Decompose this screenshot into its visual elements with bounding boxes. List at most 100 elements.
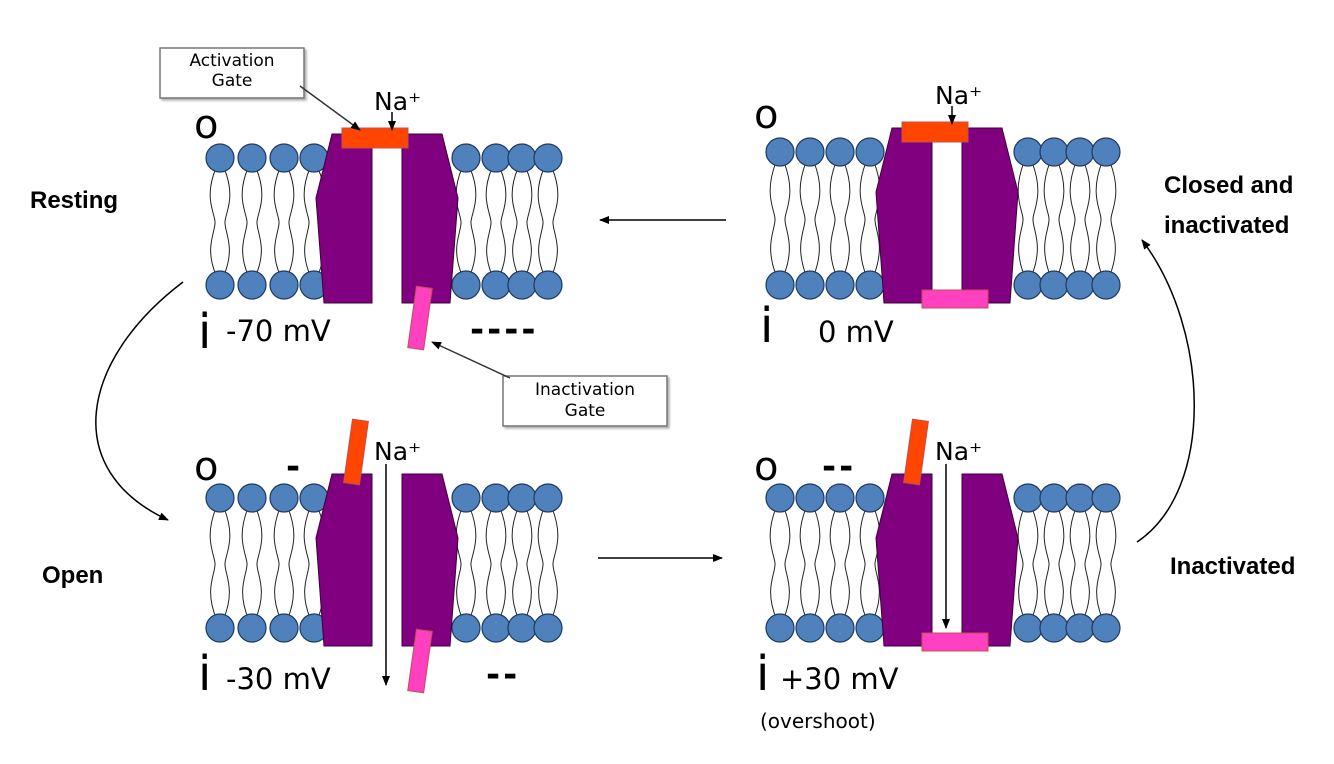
lipid-head xyxy=(765,613,795,643)
panel-inactivated: o -- i +30 mV (overshoot) Na⁺ xyxy=(754,437,982,733)
lipid-head xyxy=(1065,483,1095,513)
lipid-tail xyxy=(273,507,281,619)
lipid-tail xyxy=(469,167,477,276)
lipid-tail xyxy=(1083,507,1091,619)
lipid-tail xyxy=(223,167,231,276)
activation-gate-label-line1: Activation xyxy=(189,51,274,71)
lipid-tail xyxy=(829,161,837,276)
state-label-closed-line1: Closed and xyxy=(1164,172,1293,199)
voltage-label: -30 mV xyxy=(226,662,331,696)
panel-closed-inactivated: o i 0 mV Na⁺ xyxy=(754,81,982,354)
lipid-head xyxy=(855,270,885,300)
lipid-tail xyxy=(511,507,519,619)
lipid-head xyxy=(533,143,563,173)
lipid-tail xyxy=(551,167,559,276)
lipid-head xyxy=(451,483,481,513)
outside-label: o xyxy=(754,92,778,138)
lipid-tail xyxy=(1069,161,1077,276)
overshoot-note: (overshoot) xyxy=(760,709,876,733)
lipid-head xyxy=(855,137,885,167)
lipid-head xyxy=(1039,483,1069,513)
state-label-resting: Resting xyxy=(30,187,118,214)
inside-charge: ---- xyxy=(470,310,538,350)
lipid-tail xyxy=(303,507,311,619)
lipid-tail xyxy=(287,167,295,276)
lipid-head xyxy=(795,483,825,513)
lipid-head xyxy=(507,613,537,643)
lipid-head xyxy=(269,613,299,643)
sodium-ion-label: Na⁺ xyxy=(935,437,982,466)
inactivation-gate-label-line2: Gate xyxy=(565,401,606,421)
arrow-inactivated-to-closed xyxy=(1136,239,1195,543)
inside-label: i xyxy=(198,646,211,702)
lipid-head xyxy=(765,270,795,300)
lipid-head xyxy=(1091,483,1121,513)
lipid-head xyxy=(205,613,235,643)
lipid-tail xyxy=(485,167,493,276)
lipid-tail xyxy=(783,507,791,619)
lipid-head xyxy=(1065,613,1095,643)
lipid-head xyxy=(481,483,511,513)
lipid-head xyxy=(507,143,537,173)
lipid-head xyxy=(533,270,563,300)
outside-charge: - xyxy=(286,447,300,487)
lipid-head xyxy=(507,270,537,300)
lipid-head xyxy=(1013,137,1043,167)
voltage-label: -70 mV xyxy=(226,314,331,348)
lipid-head xyxy=(269,143,299,173)
state-label-closed-line2: inactivated xyxy=(1164,212,1289,239)
inside-label: i xyxy=(198,304,211,360)
lipid-tail xyxy=(1057,161,1065,276)
lipid-head xyxy=(481,270,511,300)
lipid-head xyxy=(1013,613,1043,643)
lipid-head xyxy=(1091,613,1121,643)
lipid-tail xyxy=(859,507,867,619)
arrow-resting-to-open xyxy=(95,281,184,521)
lipid-tail xyxy=(469,507,477,619)
lipid-tail xyxy=(769,507,777,619)
lipid-tail xyxy=(273,167,281,276)
lipid-head xyxy=(451,143,481,173)
inactivation-gate-callout: Inactivation Gate xyxy=(431,341,668,427)
channel-subunit-right xyxy=(961,473,1019,647)
lipid-tail xyxy=(1043,507,1051,619)
lipid-head xyxy=(1013,483,1043,513)
state-label-inactivated: Inactivated xyxy=(1170,553,1295,580)
lipid-head xyxy=(533,483,563,513)
inside-charge: -- xyxy=(486,655,520,695)
inactivation-gate-pointer xyxy=(431,341,511,379)
lipid-head xyxy=(795,613,825,643)
lipid-head xyxy=(533,613,563,643)
lipid-head xyxy=(481,613,511,643)
lipid-tail xyxy=(783,161,791,276)
lipid-tail xyxy=(537,507,545,619)
lipid-head xyxy=(237,483,267,513)
lipid-tail xyxy=(1109,507,1117,619)
inactivation-gate xyxy=(921,289,989,309)
lipid-tail xyxy=(813,507,821,619)
inactivation-gate xyxy=(921,632,989,652)
channel-subunit-right xyxy=(961,127,1019,304)
voltage-label: 0 mV xyxy=(818,315,894,349)
lipid-tail xyxy=(455,167,463,276)
lipid-tail xyxy=(209,167,217,276)
sodium-ion-label: Na⁺ xyxy=(374,87,421,116)
activation-gate-callout: Activation Gate xyxy=(159,47,361,131)
lipid-head xyxy=(825,270,855,300)
lipid-tail xyxy=(499,507,507,619)
activation-gate-pointer xyxy=(299,85,361,131)
sodium-ion-label: Na⁺ xyxy=(935,81,982,110)
lipid-head xyxy=(1091,270,1121,300)
lipid-tail xyxy=(255,167,263,276)
lipid-head xyxy=(237,613,267,643)
lipid-tail xyxy=(241,167,249,276)
voltage-label: +30 mV xyxy=(780,662,899,696)
lipid-head xyxy=(855,613,885,643)
lipid-tail xyxy=(499,167,507,276)
lipid-head xyxy=(451,613,481,643)
lipid-tail xyxy=(1095,507,1103,619)
lipid-tail xyxy=(843,161,851,276)
membrane-resting xyxy=(205,127,563,351)
lipid-head xyxy=(481,143,511,173)
lipid-tail xyxy=(511,167,519,276)
